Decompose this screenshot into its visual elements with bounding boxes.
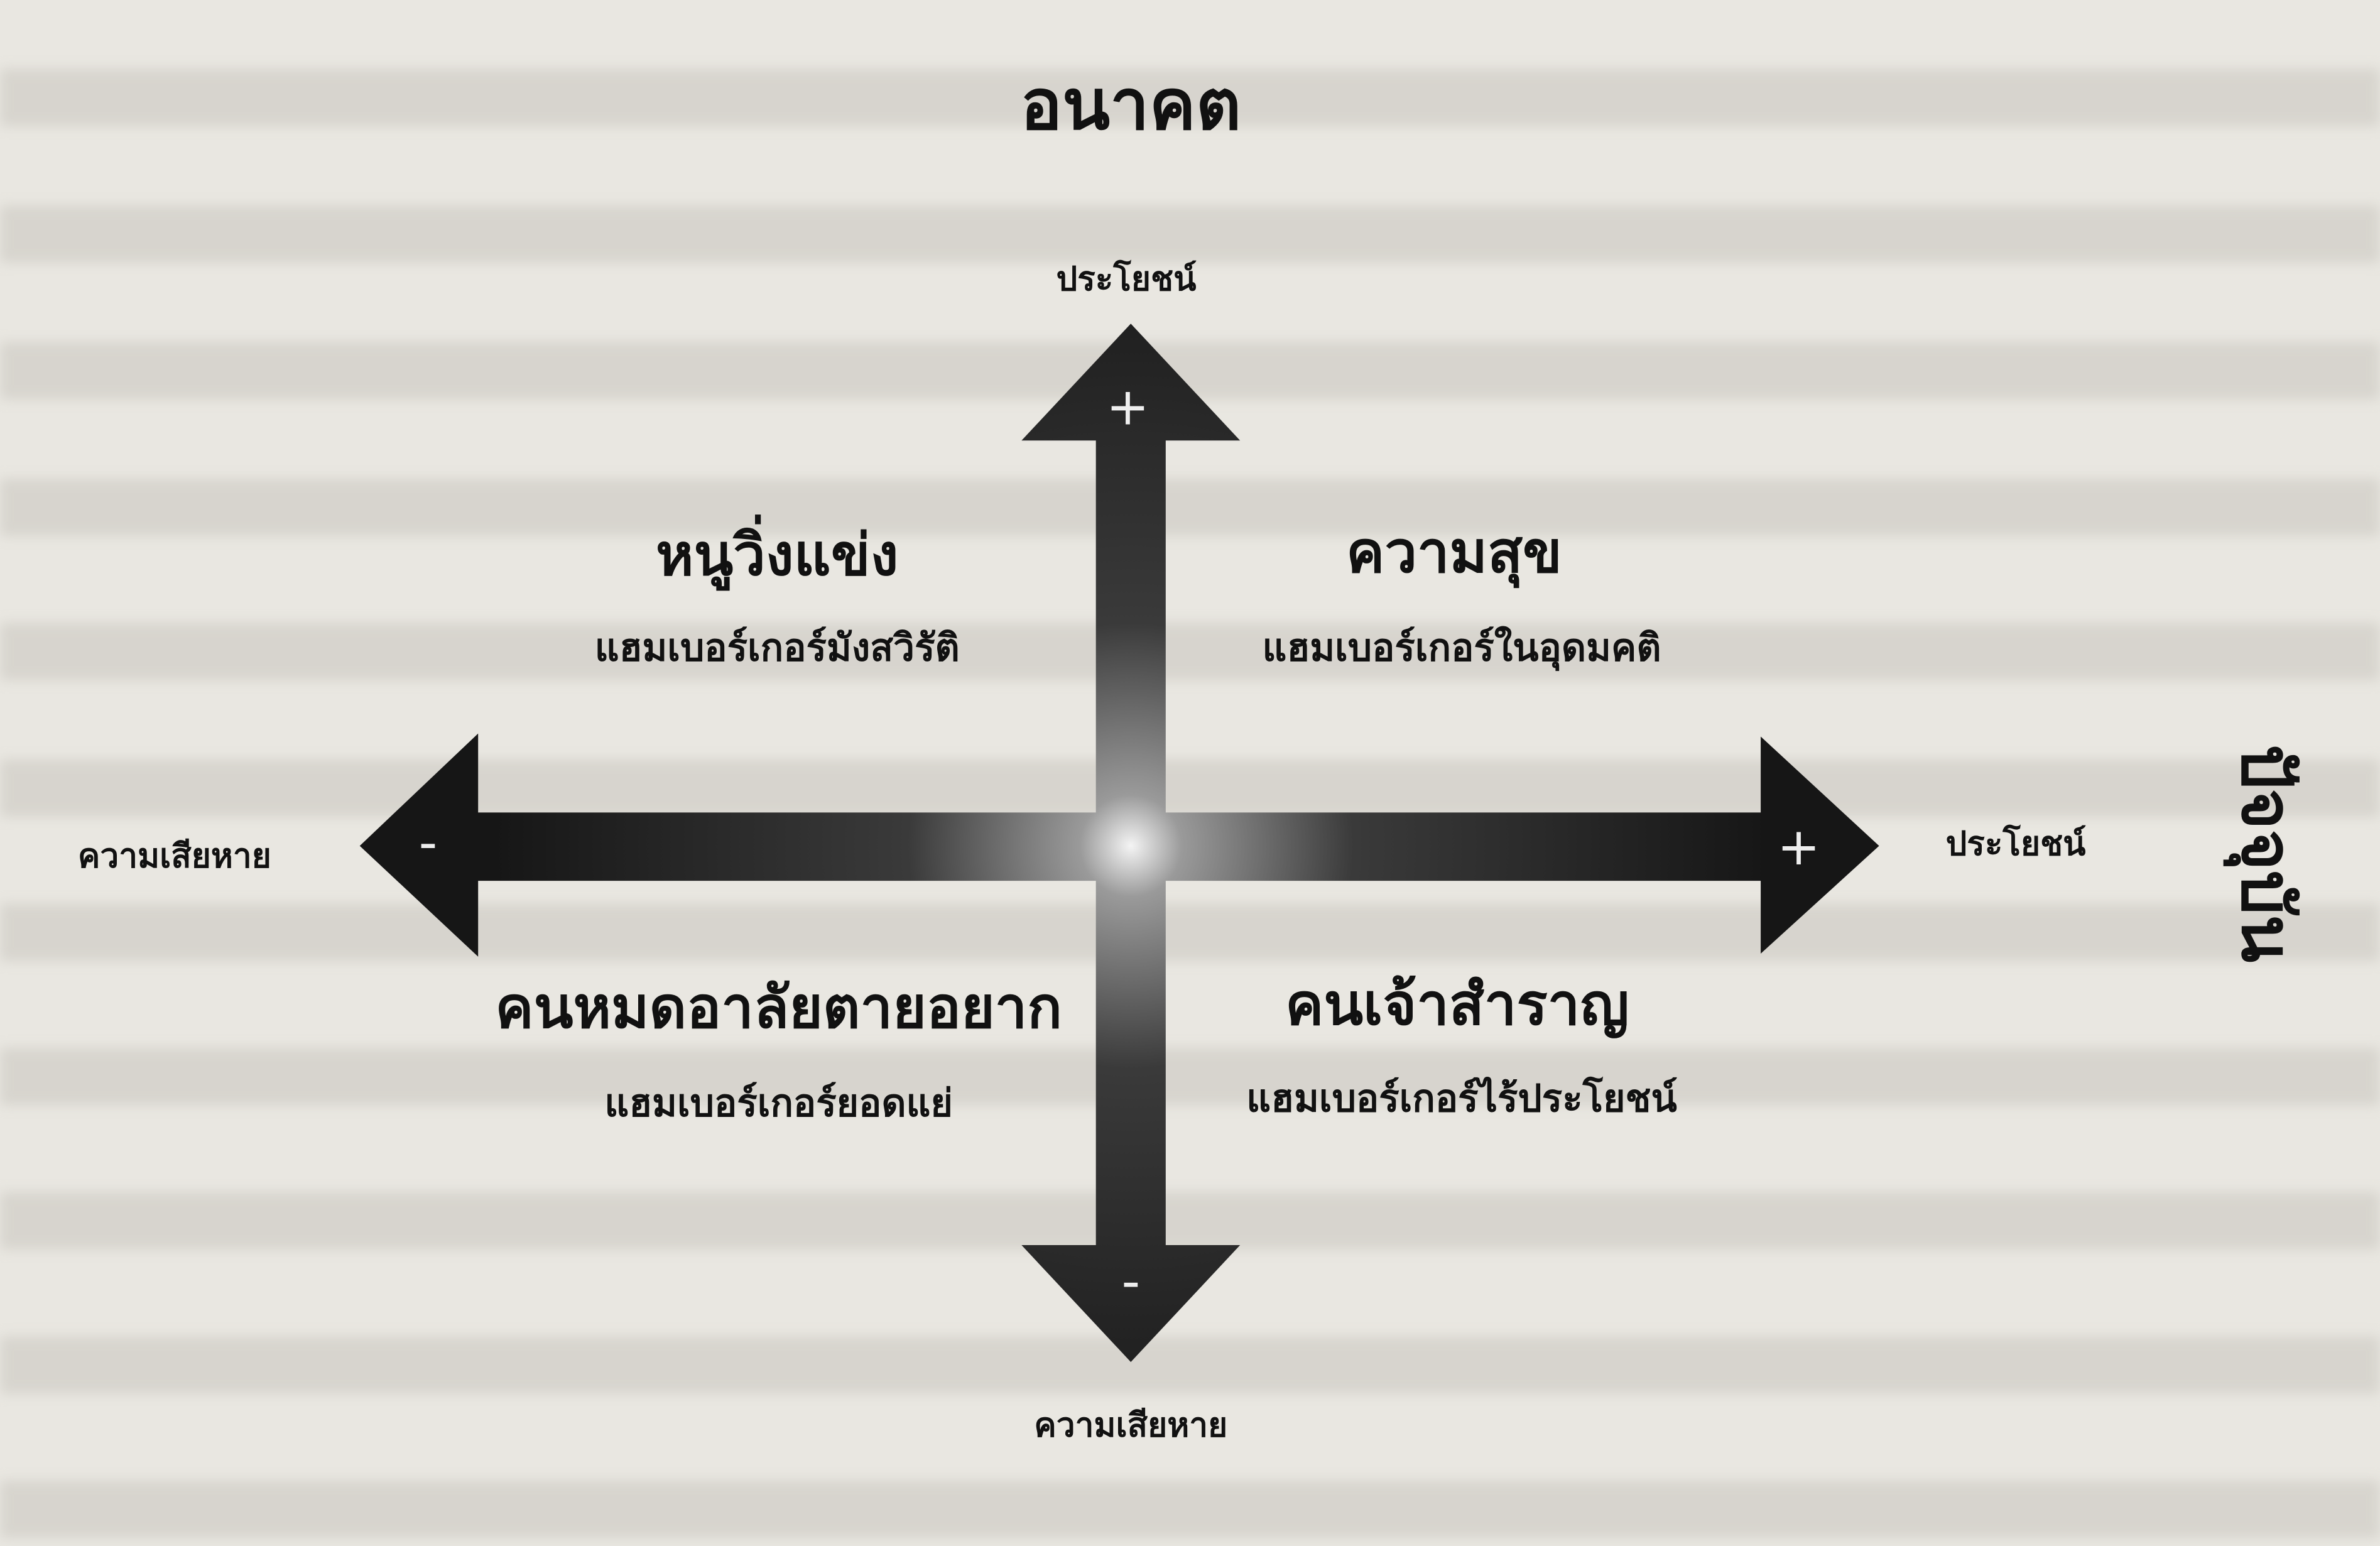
future-axis-title: อนาคต xyxy=(1020,65,1241,146)
quadrant-subtitle: แฮมเบอร์เกอร์มังสวิรัติ xyxy=(595,626,960,670)
right-plus-sign: + xyxy=(1777,817,1820,877)
left-minus-sign: - xyxy=(419,813,438,873)
quadrant-subtitle: แฮมเบอร์เกอร์ไร้ประโยชน์ xyxy=(1246,1075,1677,1121)
quadrant-title: คนเจ้าสำราญ xyxy=(1285,971,1629,1038)
quadrant-title: คนหมดอาลัยตายอยาก xyxy=(495,974,1062,1041)
right-axis-label: ประโยชน์ xyxy=(1946,824,2087,863)
left-axis-label: ความเสียหาย xyxy=(78,836,271,875)
quadrant-title: ความสุข xyxy=(1346,518,1562,588)
top-axis-label: ประโยชน์ xyxy=(1057,259,1197,298)
bottom-axis-label: ความเสียหาย xyxy=(1034,1406,1227,1445)
present-axis-title: ปัจจุบัน xyxy=(2222,744,2307,962)
quadrant-subtitle: แฮมเบอร์เกอร์ในอุดมคติ xyxy=(1263,625,1661,671)
quadrant-bottom-right: คนเจ้าสำราญ แฮมเบอร์เกอร์ไร้ประโยชน์ xyxy=(1246,971,1677,1121)
quadrant-top-right: ความสุข แฮมเบอร์เกอร์ในอุดมคติ xyxy=(1263,518,1661,671)
quadrant-subtitle: แฮมเบอร์เกอร์ยอดแย่ xyxy=(604,1081,953,1125)
horizontal-axis-arrow xyxy=(359,733,1879,957)
quadrant-title: หนูวิ่งแข่ง xyxy=(656,514,898,591)
axis-arrows xyxy=(359,324,1879,1363)
top-plus-sign: + xyxy=(1106,377,1149,437)
page-background-bleed xyxy=(0,68,2380,1538)
bottom-minus-sign: - xyxy=(1121,1251,1140,1311)
quadrant-top-left: หนูวิ่งแข่ง แฮมเบอร์เกอร์มังสวิรัติ xyxy=(595,514,960,670)
quadrant-bottom-left: คนหมดอาลัยตายอยาก แฮมเบอร์เกอร์ยอดแย่ xyxy=(495,974,1062,1125)
